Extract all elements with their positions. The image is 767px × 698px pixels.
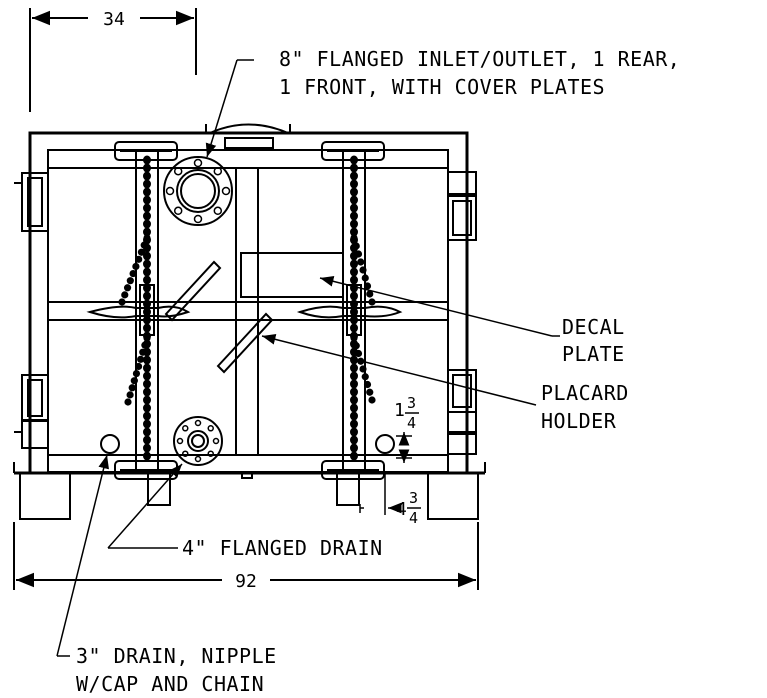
placard-holders xyxy=(164,260,274,374)
drain-flange xyxy=(173,416,223,466)
inlet-label-line1: 8" FLANGED INLET/OUTLET, 1 REAR, xyxy=(279,47,680,71)
decal-label-line2: PLATE xyxy=(562,342,625,366)
right-side-lugs xyxy=(447,171,477,455)
placard-label-line1: PLACARD xyxy=(541,381,629,405)
side-height-num: 3 xyxy=(407,394,416,412)
drain4-callout: 4" FLANGED DRAIN xyxy=(107,463,383,560)
bottom-offset-num: 3 xyxy=(409,489,418,507)
top-dimension: 34 xyxy=(29,8,197,112)
bottom-offset-dimension: 4 3 4 xyxy=(359,473,421,527)
placard-callout: PLACARD HOLDER xyxy=(261,334,629,433)
left-post xyxy=(135,150,159,473)
left-side-lugs xyxy=(14,172,49,449)
decal-plate xyxy=(240,252,344,298)
overall-width-dimension: 92 xyxy=(13,522,479,592)
inlet-flange xyxy=(163,156,233,226)
drain-nipples xyxy=(100,434,395,479)
drain3-label-line2: W/CAP AND CHAIN xyxy=(76,672,264,696)
overall-width-label: 92 xyxy=(235,571,257,592)
drain4-label: 4" FLANGED DRAIN xyxy=(182,536,383,560)
chains xyxy=(118,155,376,461)
inlet-callout: 8" FLANGED INLET/OUTLET, 1 REAR, 1 FRONT… xyxy=(205,47,680,158)
right-post xyxy=(342,150,366,473)
drain3-callout: 3" DRAIN, NIPPLE W/CAP AND CHAIN xyxy=(56,454,277,696)
inlet-label-line2: 1 FRONT, WITH COVER PLATES xyxy=(279,75,605,99)
placard-label-line2: HOLDER xyxy=(541,409,617,433)
side-height-den: 4 xyxy=(407,414,416,432)
bottom-offset-whole: 4 xyxy=(396,499,407,520)
drain3-label-line1: 3" DRAIN, NIPPLE xyxy=(76,644,277,668)
decal-label-line1: DECAL xyxy=(562,315,625,339)
pulleys xyxy=(114,141,385,480)
top-width-label: 34 xyxy=(103,9,125,30)
decal-callout: DECAL PLATE xyxy=(319,276,625,366)
side-height-dimension: 1 3 4 xyxy=(394,394,419,463)
skid-feet xyxy=(19,472,479,520)
side-height-whole: 1 xyxy=(394,400,405,421)
bottom-offset-den: 4 xyxy=(409,509,418,527)
